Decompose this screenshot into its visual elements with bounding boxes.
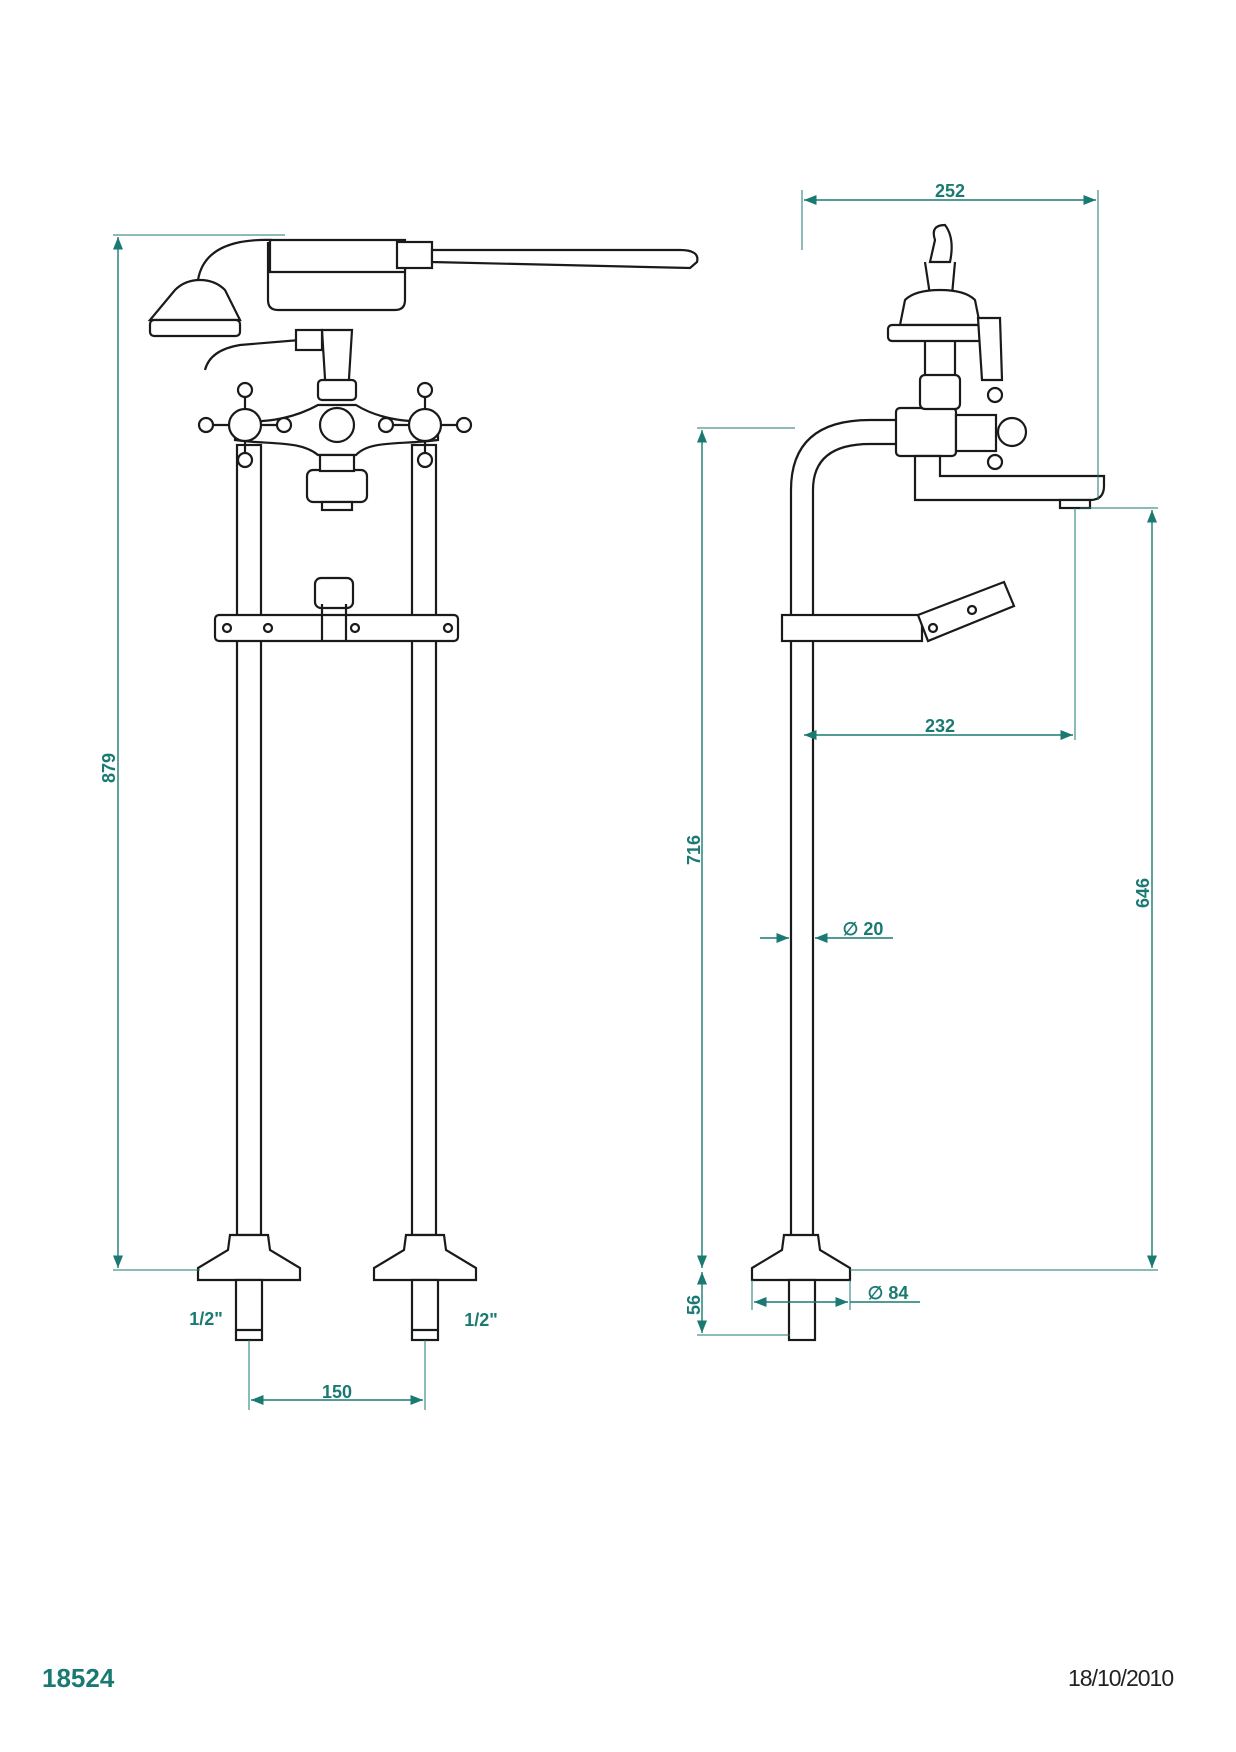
side-standpipe	[789, 418, 900, 1235]
front-hand-shower	[147, 238, 699, 371]
dim-pipe-spacing: 150	[322, 1382, 352, 1402]
front-floor-flanges	[196, 1233, 478, 1342]
front-view	[147, 238, 699, 1342]
dim-height-total: 879	[99, 753, 119, 783]
side-support-bracket	[780, 580, 1016, 643]
dimension-lines	[112, 190, 1158, 1410]
front-mixer-body	[197, 328, 473, 512]
side-floor-flange	[750, 1233, 852, 1342]
thread-size-left: 1/2"	[189, 1309, 223, 1329]
dim-spout-height: 646	[1133, 878, 1153, 908]
dim-spout-reach: 232	[925, 716, 955, 736]
side-view	[750, 223, 1106, 1342]
front-standpipes	[235, 443, 438, 1237]
side-mixer-head	[886, 223, 1106, 510]
dim-pipe-diameter: ∅ 20	[843, 919, 884, 939]
dim-overall-depth: 252	[935, 181, 965, 201]
dim-tail-length: 56	[684, 1295, 704, 1315]
dim-base-diameter: ∅ 84	[868, 1283, 909, 1303]
drawing-date: 18/10/2010	[1068, 1665, 1174, 1691]
dim-inlet-height: 716	[684, 835, 704, 865]
product-code: 18524	[42, 1663, 115, 1693]
thread-size-right: 1/2"	[464, 1310, 498, 1330]
front-support-bracket	[213, 576, 460, 643]
